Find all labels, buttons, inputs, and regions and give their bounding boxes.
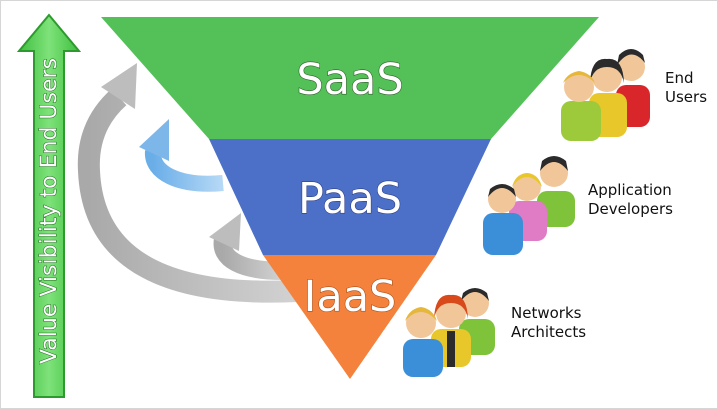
developers-icon-group <box>483 156 575 255</box>
person-icon <box>483 184 523 255</box>
person-icon <box>616 49 650 127</box>
person-icon <box>459 288 495 355</box>
paas-layer <box>209 139 491 255</box>
architects-icon-group <box>403 288 495 377</box>
end-users-icon-group <box>561 49 650 141</box>
developers-label-line2: Developers <box>588 200 673 218</box>
paas-label: PaaS <box>298 174 402 224</box>
end-users-label: End Users <box>665 69 707 107</box>
blue-curved-arrow <box>139 119 224 192</box>
developers-label-line1: Application <box>588 181 672 199</box>
value-visibility-arrow: Value Visibility to End Users <box>16 13 82 398</box>
end-users-label-line2: Users <box>665 88 708 106</box>
person-icon <box>589 58 627 137</box>
saas-layer <box>101 17 599 139</box>
person-icon <box>403 307 443 377</box>
architects-label-line2: Architects <box>511 323 587 341</box>
iaas-label: IaaS <box>304 272 397 322</box>
end-users-label-line1: End <box>665 69 694 87</box>
small-gray-curved-arrow <box>209 213 284 280</box>
iaas-layer <box>263 255 436 379</box>
developers-label: Application Developers <box>588 181 673 219</box>
value-visibility-label: Value Visibility to End Users <box>37 58 62 364</box>
architects-label: Networks Architects <box>511 304 586 342</box>
architects-label-line1: Networks <box>511 304 582 322</box>
saas-label: SaaS <box>296 55 403 105</box>
person-icon <box>561 71 601 141</box>
large-gray-curved-arrow <box>77 63 298 303</box>
